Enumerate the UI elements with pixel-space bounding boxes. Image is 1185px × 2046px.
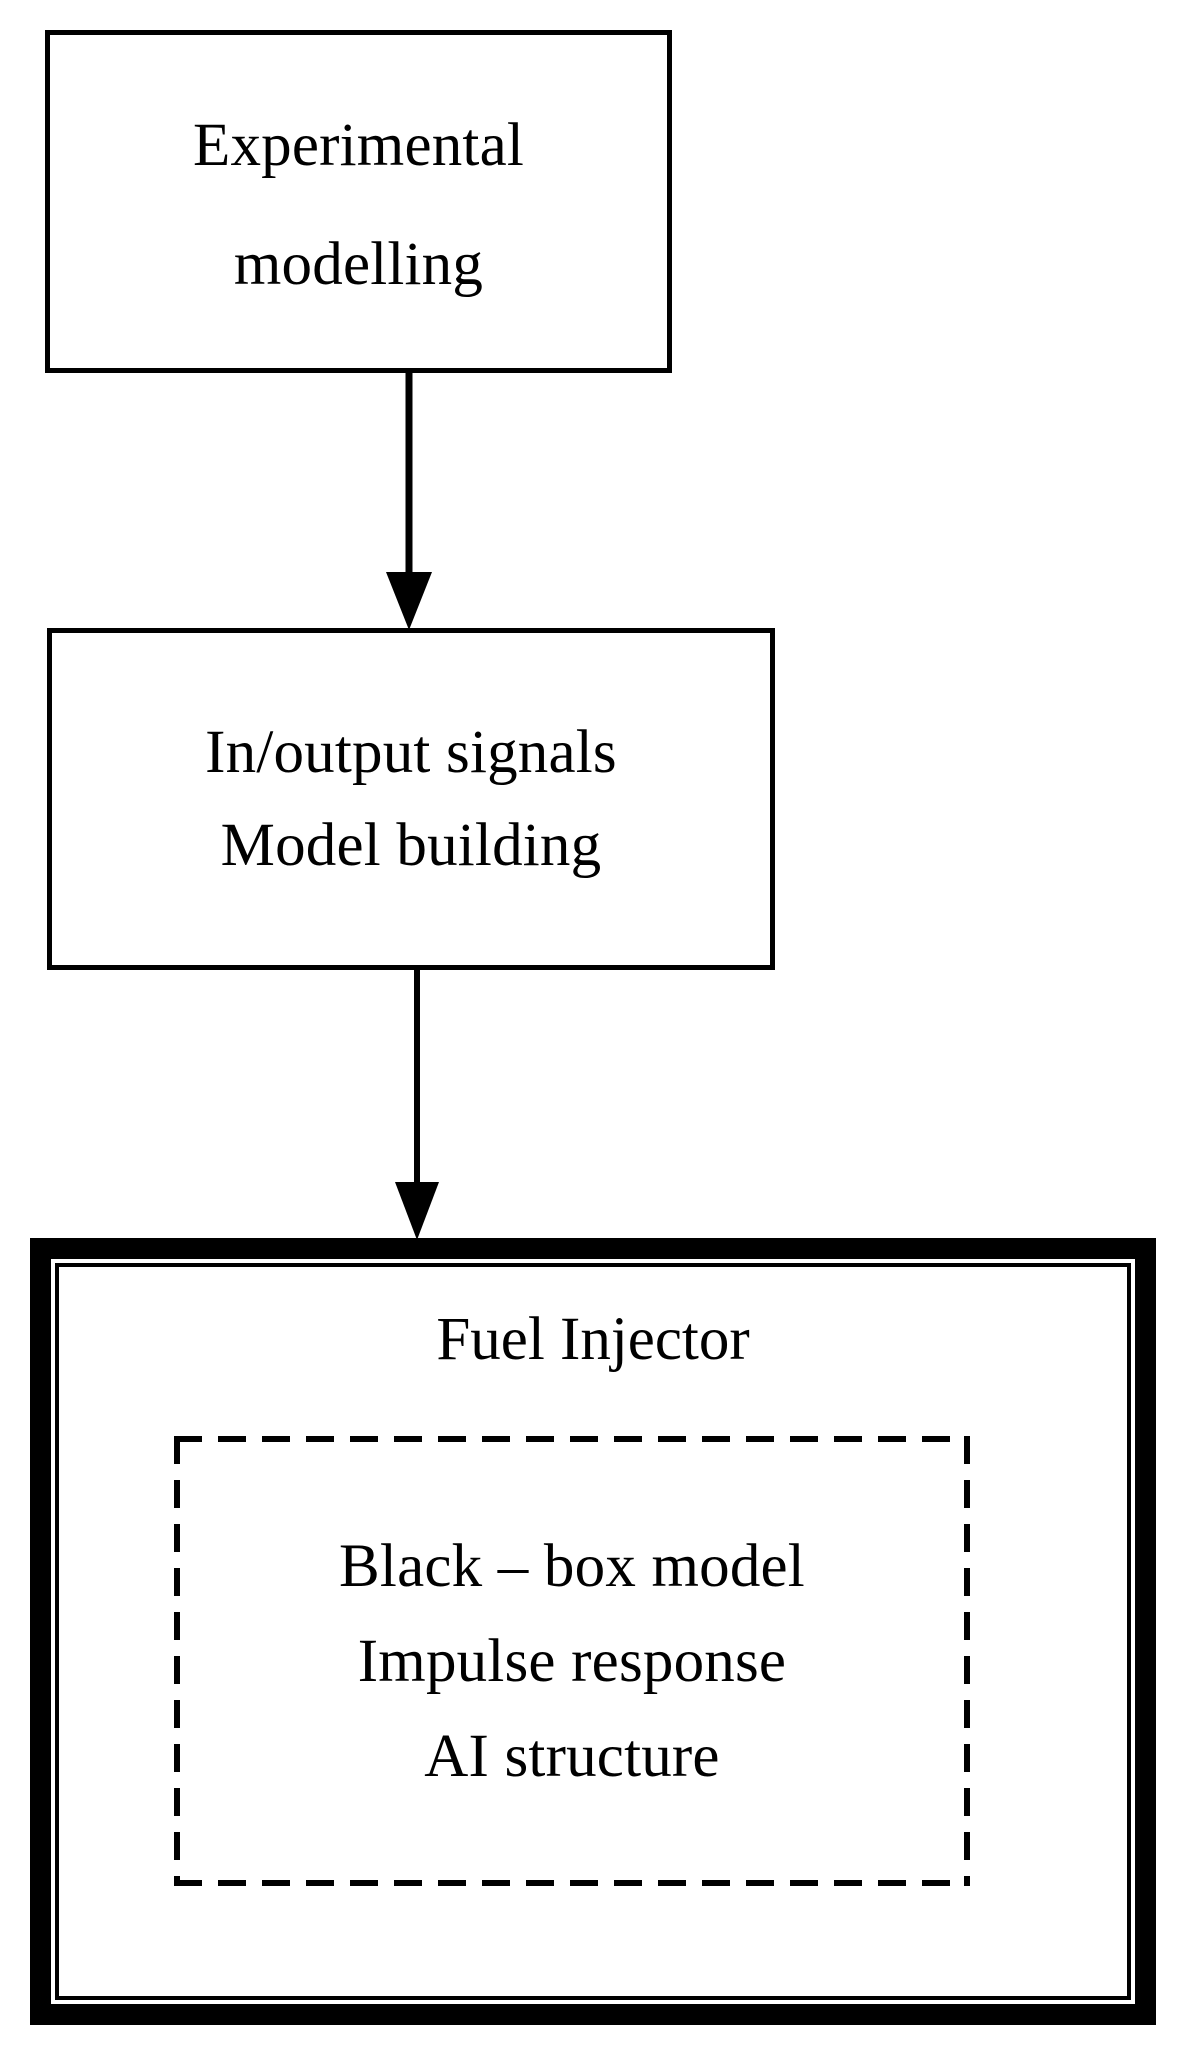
node-line-ai-structure: AI structure [424,1722,720,1790]
node-line-modelling: modelling [233,230,484,298]
node-model-details-dashed: Black – box model Impulse response AI st… [174,1436,970,1886]
node-line-experimental: Experimental [193,111,524,179]
node-title-fuel-injector: Fuel Injector [436,1306,750,1373]
node-line-in-output-signals: In/output signals [205,719,617,786]
node-experimental-modelling: Experimental modelling [45,30,672,373]
node-line-impulse-response: Impulse response [357,1627,787,1695]
node-fuel-injector-inner-frame: Fuel Injector Black – box model Impulse … [55,1263,1131,2000]
node-line-model-building: Model building [220,812,602,879]
node-line-black-box-model: Black – box model [339,1532,805,1600]
node-fuel-injector: Fuel Injector Black – box model Impulse … [30,1238,1156,2025]
node-model-building: In/output signals Model building [47,628,775,970]
arrow-experimental-to-model [386,368,432,630]
arrow-model-to-injector [395,966,439,1240]
